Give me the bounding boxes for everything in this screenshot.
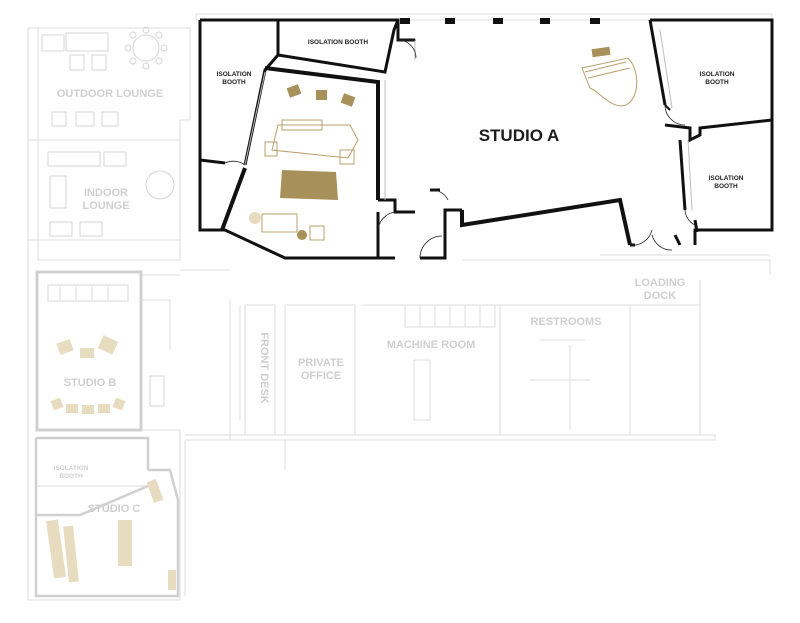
label-studio-b: STUDIO B (64, 377, 117, 389)
room-labels: STUDIO A ISOLATION BOOTH ISOLATION BOOTH… (54, 39, 744, 515)
label-loading-dock-line1: LOADING (635, 277, 686, 289)
label-iso-booth-left-line2: BOOTH (222, 79, 246, 86)
label-outdoor-lounge: OUTDOOR LOUNGE (57, 88, 163, 100)
grand-piano (581, 46, 638, 107)
label-restrooms: RESTROOMS (531, 316, 602, 328)
label-iso-booth-right-bot-line1: ISOLATION (709, 175, 744, 182)
top-window-markers (400, 18, 600, 24)
studio-a-complex (195, 13, 774, 260)
label-iso-booth-c-line1: ISOLATION (54, 465, 89, 472)
label-loading-dock-line2: DOCK (644, 290, 676, 302)
inactive-floor-area (27, 26, 771, 601)
label-private-office-line2: OFFICE (301, 370, 341, 382)
label-iso-booth-left-line1: ISOLATION (217, 71, 252, 78)
label-iso-booth-right-top-line2: BOOTH (705, 79, 729, 86)
label-iso-booth-c-line2: BOOTH (59, 473, 83, 480)
label-front-desk: FRONT DESK (258, 332, 270, 404)
door-swings (224, 39, 696, 259)
label-indoor-lounge-line2: LOUNGE (82, 200, 129, 212)
label-studio-a: STUDIO A (479, 126, 560, 145)
label-private-office-line1: PRIVATE (298, 357, 344, 369)
label-iso-booth-right-bot-line2: BOOTH (714, 183, 738, 190)
control-room-furniture (249, 84, 359, 241)
label-machine-room: MACHINE ROOM (387, 339, 476, 351)
label-indoor-lounge-line1: INDOOR (84, 187, 128, 199)
label-studio-c: STUDIO C (88, 503, 141, 515)
label-iso-booth-top: ISOLATION BOOTH (308, 39, 368, 46)
label-iso-booth-right-top-line1: ISOLATION (700, 71, 735, 78)
